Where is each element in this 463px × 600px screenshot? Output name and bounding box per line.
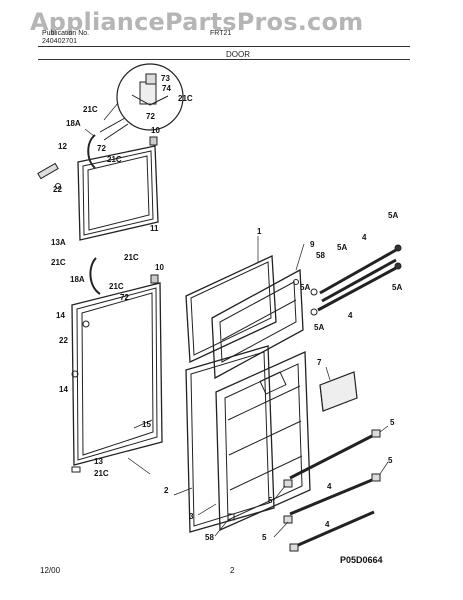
- rod-cap-5a-a: [394, 244, 402, 252]
- freezer-handle: [87, 134, 96, 169]
- callout-7: 7: [317, 358, 322, 367]
- screw-22-a: [55, 183, 61, 189]
- callout-10-a: 10: [151, 126, 160, 135]
- rod-end-5-e: [289, 543, 299, 552]
- screw-14-b: [71, 370, 79, 378]
- fresh-food-inner-door: [215, 351, 311, 531]
- fresh-food-door-gasket: [71, 282, 163, 466]
- callout-5a-d: 5A: [392, 283, 402, 292]
- rod-end-5-d: [283, 515, 293, 524]
- callout-5a-a: 5A: [388, 211, 398, 220]
- hinge-pin-middle: [150, 274, 159, 284]
- shelf-rod-upper-a: [319, 248, 397, 295]
- callout-14-b: 14: [59, 385, 68, 394]
- shelf-rod-upper-c: [317, 266, 397, 312]
- shelf-rod-lower-b: [289, 478, 373, 516]
- callout-5-b: 5: [388, 456, 393, 465]
- header-rule-bottom: [38, 59, 410, 60]
- callout-13: 13: [94, 457, 103, 466]
- callout-4-a: 4: [362, 233, 367, 242]
- callout-18a-b: 18A: [70, 275, 85, 284]
- rod-end-5-c: [371, 473, 381, 482]
- callout-73: 73: [161, 74, 170, 83]
- freezer-door-gasket: [77, 145, 159, 241]
- freezer-liner-gasket: [185, 255, 277, 363]
- freezer-inner-door: [211, 268, 304, 380]
- publication-number: 240402701: [42, 38, 78, 45]
- model-label: FRT21: [210, 30, 232, 37]
- screw-58-a: [293, 279, 299, 285]
- rod-cap-5a-c: [310, 288, 318, 296]
- rod-cap-5a-d: [310, 308, 318, 316]
- dairy-door: [319, 371, 358, 412]
- callout-21c-b: 21C: [178, 94, 193, 103]
- fresh-food-liner-gasket: [185, 345, 275, 533]
- callout-74: 74: [162, 84, 171, 93]
- callout-11: 11: [150, 224, 159, 233]
- callout-3: 3: [189, 512, 194, 521]
- callout-21c-f: 21C: [109, 282, 124, 291]
- callout-12: 12: [58, 142, 67, 151]
- callout-4-c: 4: [327, 482, 332, 491]
- callout-5-a: 5: [390, 418, 395, 427]
- screw-14-a: [82, 320, 90, 328]
- callout-22-a: 22: [53, 185, 62, 194]
- callout-4-d: 4: [325, 520, 330, 529]
- shelf-rod-lower-a: [289, 434, 373, 480]
- hinge-detail-callout: [99, 63, 184, 141]
- callout-72-a: 72: [146, 112, 155, 121]
- callout-4-b: 4: [348, 311, 353, 320]
- footer-date: 12/00: [40, 566, 61, 575]
- callout-5-c: 5: [268, 496, 273, 505]
- callout-21c-c: 21C: [107, 155, 122, 164]
- callout-22-b: 22: [59, 336, 68, 345]
- callout-15: 15: [142, 420, 151, 429]
- rod-cap-5a-b: [394, 262, 402, 270]
- shelf-rod-lower-c: [295, 510, 375, 548]
- watermark: AppliancePartsPros.com: [30, 8, 364, 36]
- hinge-13: [71, 466, 81, 473]
- callout-labels: 73 74 21C 72 21C 18A 72 10 12 21C 22 11 …: [51, 74, 402, 542]
- callout-14-a: 14: [56, 311, 65, 320]
- callout-21c-d: 21C: [51, 258, 66, 267]
- callout-9: 9: [310, 240, 315, 249]
- fresh-food-handle: [89, 257, 101, 295]
- callout-72-c: 72: [120, 293, 129, 302]
- shelf-rod-upper-b: [321, 258, 397, 303]
- trim-piece: [37, 162, 59, 180]
- callout-21c-a: 21C: [83, 105, 98, 114]
- diagram-code: P05D0664: [340, 555, 383, 565]
- callout-2: 2: [164, 486, 169, 495]
- callout-5a-c: 5A: [300, 283, 310, 292]
- section-title: DOOR: [226, 50, 250, 59]
- callout-58-a: 58: [316, 251, 325, 260]
- rod-end-5-a: [371, 429, 381, 438]
- callout-58-b: 58: [205, 533, 214, 542]
- rod-end-5-b: [283, 479, 293, 488]
- footer-page-number: 2: [230, 566, 235, 575]
- publication-label: Publication No.: [42, 30, 90, 37]
- callout-72-b: 72: [97, 144, 106, 153]
- callout-10-b: 10: [155, 263, 164, 272]
- callout-18a-a: 18A: [66, 119, 81, 128]
- callout-5a-e: 5A: [314, 323, 324, 332]
- screw-58-b: [227, 513, 235, 521]
- callout-21c-e: 21C: [124, 253, 139, 262]
- header-rule-top: [38, 46, 410, 47]
- hinge-pin-top: [149, 136, 158, 146]
- callout-21c-g: 21C: [94, 469, 109, 478]
- callout-5a-b: 5A: [337, 243, 347, 252]
- callout-5-d: 5: [262, 533, 267, 542]
- callout-1: 1: [257, 227, 262, 236]
- callout-13a: 13A: [51, 238, 66, 247]
